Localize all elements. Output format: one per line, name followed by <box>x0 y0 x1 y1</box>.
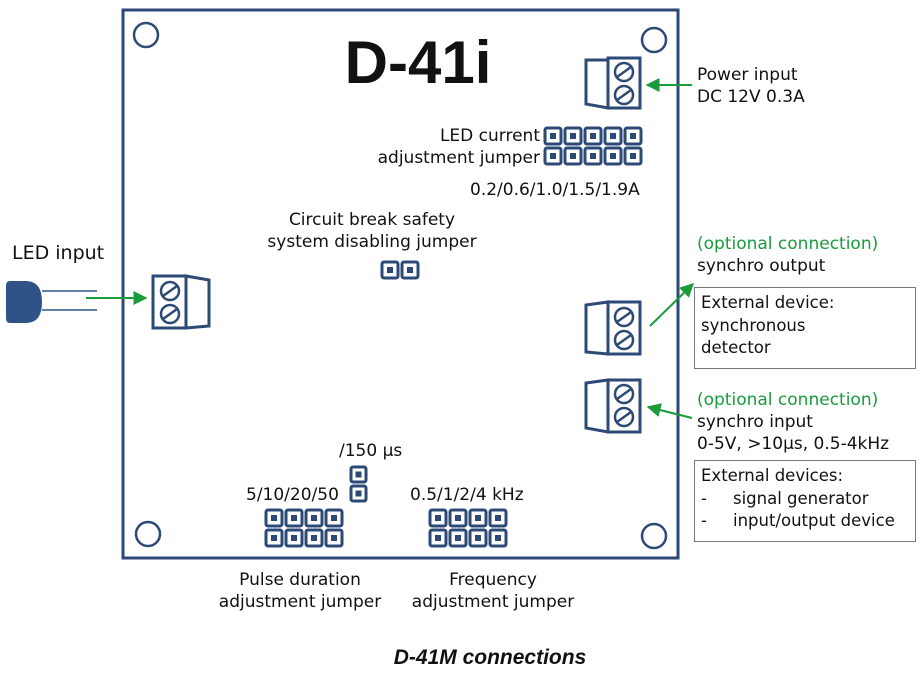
diagram-caption: D-41M connections <box>393 646 587 669</box>
board-title: D-41i <box>344 29 492 96</box>
mounting-hole-bottom-right <box>640 522 668 550</box>
circuit-break-jumper <box>380 260 420 280</box>
jumper-pin-dot <box>610 153 616 159</box>
freq-jumper-line-2: adjustment jumper <box>411 592 575 612</box>
generator-item-label: signal generator <box>733 488 869 508</box>
jumper-pin-dot <box>475 515 481 521</box>
generator-title: External devices: <box>701 466 844 485</box>
external-generator-box: External devices: - signal generator - i… <box>694 460 916 542</box>
jumper-pin-dot <box>407 267 413 273</box>
jumper-pin-dot <box>455 515 461 521</box>
jumper-pin-dot <box>570 153 576 159</box>
sync-output-optional: (optional connection) <box>697 234 879 254</box>
detector-line-2: synchronous <box>701 315 806 335</box>
led-component <box>6 281 97 323</box>
jumper-pin-dot <box>435 515 441 521</box>
pulse-150-label: /150 µs <box>339 441 403 461</box>
mounting-hole-top-left <box>132 21 160 49</box>
sync-output-label: (optional connection) synchro output <box>697 233 878 277</box>
jumper-pin-dot <box>291 515 297 521</box>
led-current-values: 0.2/0.6/1.0/1.5/1.9A <box>470 180 640 200</box>
pulse-jumper-line-2: adjustment jumper <box>218 592 382 612</box>
jumper-pin-dot <box>495 515 501 521</box>
jumper-pin-dot <box>331 535 337 541</box>
frequency-jumper <box>428 508 508 548</box>
freq-jumper-label: Frequency adjustment jumper <box>400 569 586 613</box>
generator-item: - signal generator <box>701 488 909 511</box>
jumper-pin-dot <box>455 535 461 541</box>
sync-output-terminal-block <box>584 300 642 356</box>
power-input-line-2: DC 12V 0.3A <box>697 87 805 107</box>
mounting-hole-top-right <box>640 26 668 54</box>
detector-line-1: External device: <box>701 293 835 312</box>
sync-output-arrow <box>649 283 695 327</box>
pulse-jumper-label: Pulse duration adjustment jumper <box>200 569 400 613</box>
led-current-jumper <box>543 126 643 166</box>
sync-input-name: synchro input <box>697 412 813 432</box>
led-terminal-block <box>151 274 211 330</box>
jumper-pin-dot <box>271 535 277 541</box>
bullet-dash: - <box>701 488 707 508</box>
sync-input-optional: (optional connection) <box>697 390 879 410</box>
jumper-pin-dot <box>550 133 556 139</box>
mounting-hole-bottom-left <box>134 520 162 548</box>
jumper-pin-dot <box>271 515 277 521</box>
bullet-dash: - <box>701 511 707 530</box>
led-current-jumper-label: LED current adjustment jumper <box>352 125 540 169</box>
jumper-pin-dot <box>355 471 362 478</box>
led-body <box>6 281 42 323</box>
circuit-break-line-2: system disabling jumper <box>267 232 477 252</box>
pulse-jumper-line-1: Pulse duration <box>239 570 361 590</box>
mounting-holes <box>132 21 668 550</box>
jumper-pin-dot <box>590 133 596 139</box>
pulse-values-label: 5/10/20/50 <box>246 485 339 505</box>
jumper-pin-dot <box>311 535 317 541</box>
power-input-label: Power input DC 12V 0.3A <box>697 64 805 108</box>
led-input-label: LED input <box>12 242 105 264</box>
jumper-pin-dot <box>590 153 596 159</box>
jumper-pin-dot <box>355 490 362 497</box>
generator-item-label: input/output device <box>733 511 895 530</box>
sync-input-terminal-block <box>584 378 642 434</box>
jumper-pin-dot <box>331 515 337 521</box>
circuit-break-line-1: Circuit break safety <box>288 210 456 230</box>
jumper-pin-dot <box>495 535 501 541</box>
sync-input-label: (optional connection) synchro input 0-5V… <box>697 389 889 455</box>
led-current-line-1: LED current <box>439 126 540 146</box>
jumper-pin-dot <box>475 535 481 541</box>
freq-jumper-line-1: Frequency <box>449 570 537 590</box>
pulse-duration-jumper <box>264 508 344 548</box>
jumper-pin-dot <box>387 267 393 273</box>
jumper-pin-dot <box>570 133 576 139</box>
circuit-break-jumper-label: Circuit break safety system disabling ju… <box>252 209 492 253</box>
power-terminal-block <box>584 56 642 110</box>
sync-input-arrow <box>646 403 693 419</box>
jumper-headers <box>264 126 643 548</box>
jumper-pin-dot <box>291 535 297 541</box>
external-detector-box: External device: synchronous detector <box>694 287 916 369</box>
power-input-line-1: Power input <box>697 65 798 85</box>
jumper-pin-dot <box>435 535 441 541</box>
jumper-pin-dot <box>610 133 616 139</box>
freq-values-label: 0.5/1/2/4 kHz <box>410 485 524 505</box>
sync-input-spec: 0-5V, >10µs, 0.5-4kHz <box>697 434 890 454</box>
jumper-pin-dot <box>311 515 317 521</box>
pulse-150-jumper <box>349 465 368 503</box>
jumper-pin-dot <box>630 133 636 139</box>
led-current-line-2: adjustment jumper <box>377 148 540 168</box>
generator-item: - input/output device <box>701 510 909 533</box>
sync-output-name: synchro output <box>697 256 826 276</box>
detector-line-3: detector <box>701 338 771 357</box>
jumper-pin-dot <box>550 153 556 159</box>
jumper-pin-dot <box>630 153 636 159</box>
